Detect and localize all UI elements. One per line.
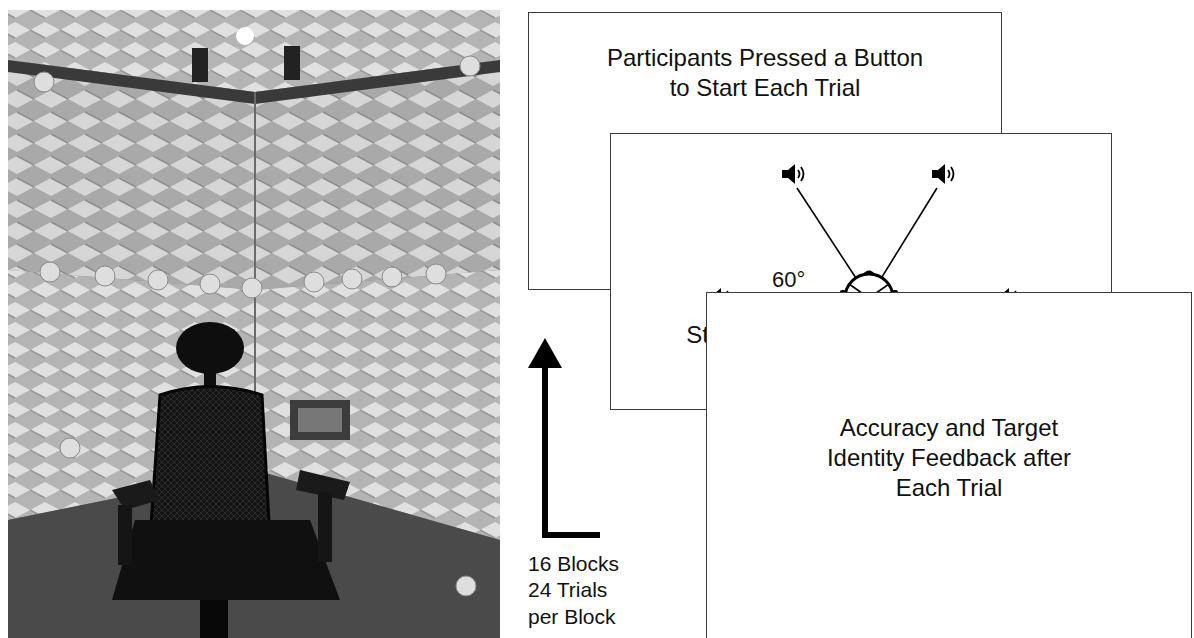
box-text: Participants Pressed a Button to Start E…: [605, 43, 925, 103]
room: [8, 10, 500, 638]
box-text: Accuracy and Target Identity Feedback af…: [809, 413, 1089, 503]
loop-arrow-head: [528, 338, 562, 368]
feedback-box: Accuracy and Target Identity Feedback af…: [706, 292, 1192, 638]
photo-ground: [8, 10, 500, 638]
ceiling-light: [236, 27, 254, 45]
wall-port-inner: [298, 408, 342, 432]
speaker-balls: [34, 56, 480, 596]
chair: [112, 322, 350, 638]
ceiling-mounts: [192, 46, 300, 82]
angle-label: 60°: [772, 266, 836, 294]
wall-port: [290, 400, 350, 440]
loop-arrow-line: [545, 362, 600, 535]
block-count-label: 16 Blocks 24 Trials per Block: [528, 551, 640, 630]
